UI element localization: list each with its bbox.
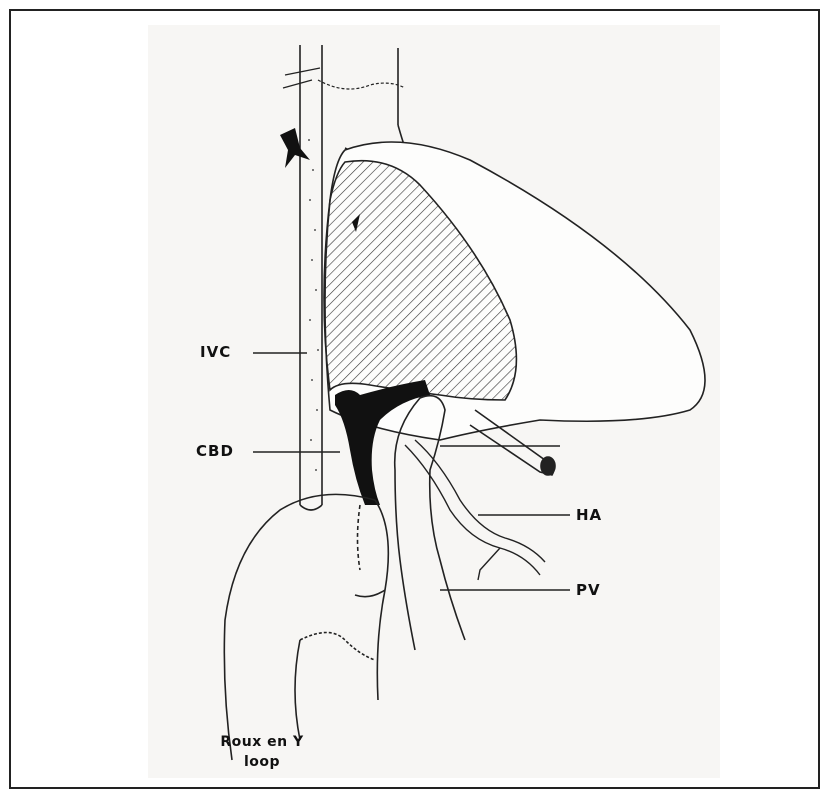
label-roux-line1: Roux en Y: [214, 732, 310, 752]
label-roux-en-y-loop: Roux en Y loop: [214, 732, 310, 772]
label-pv: PV: [576, 581, 601, 599]
label-roux-line2: loop: [214, 752, 310, 772]
label-ha: HA: [576, 506, 602, 524]
roux-en-y-loop: [224, 494, 388, 760]
label-cbd: CBD: [196, 442, 234, 460]
label-ivc: IVC: [200, 343, 231, 361]
suture-mark: [280, 128, 310, 168]
ivc-stippling: [308, 139, 319, 471]
